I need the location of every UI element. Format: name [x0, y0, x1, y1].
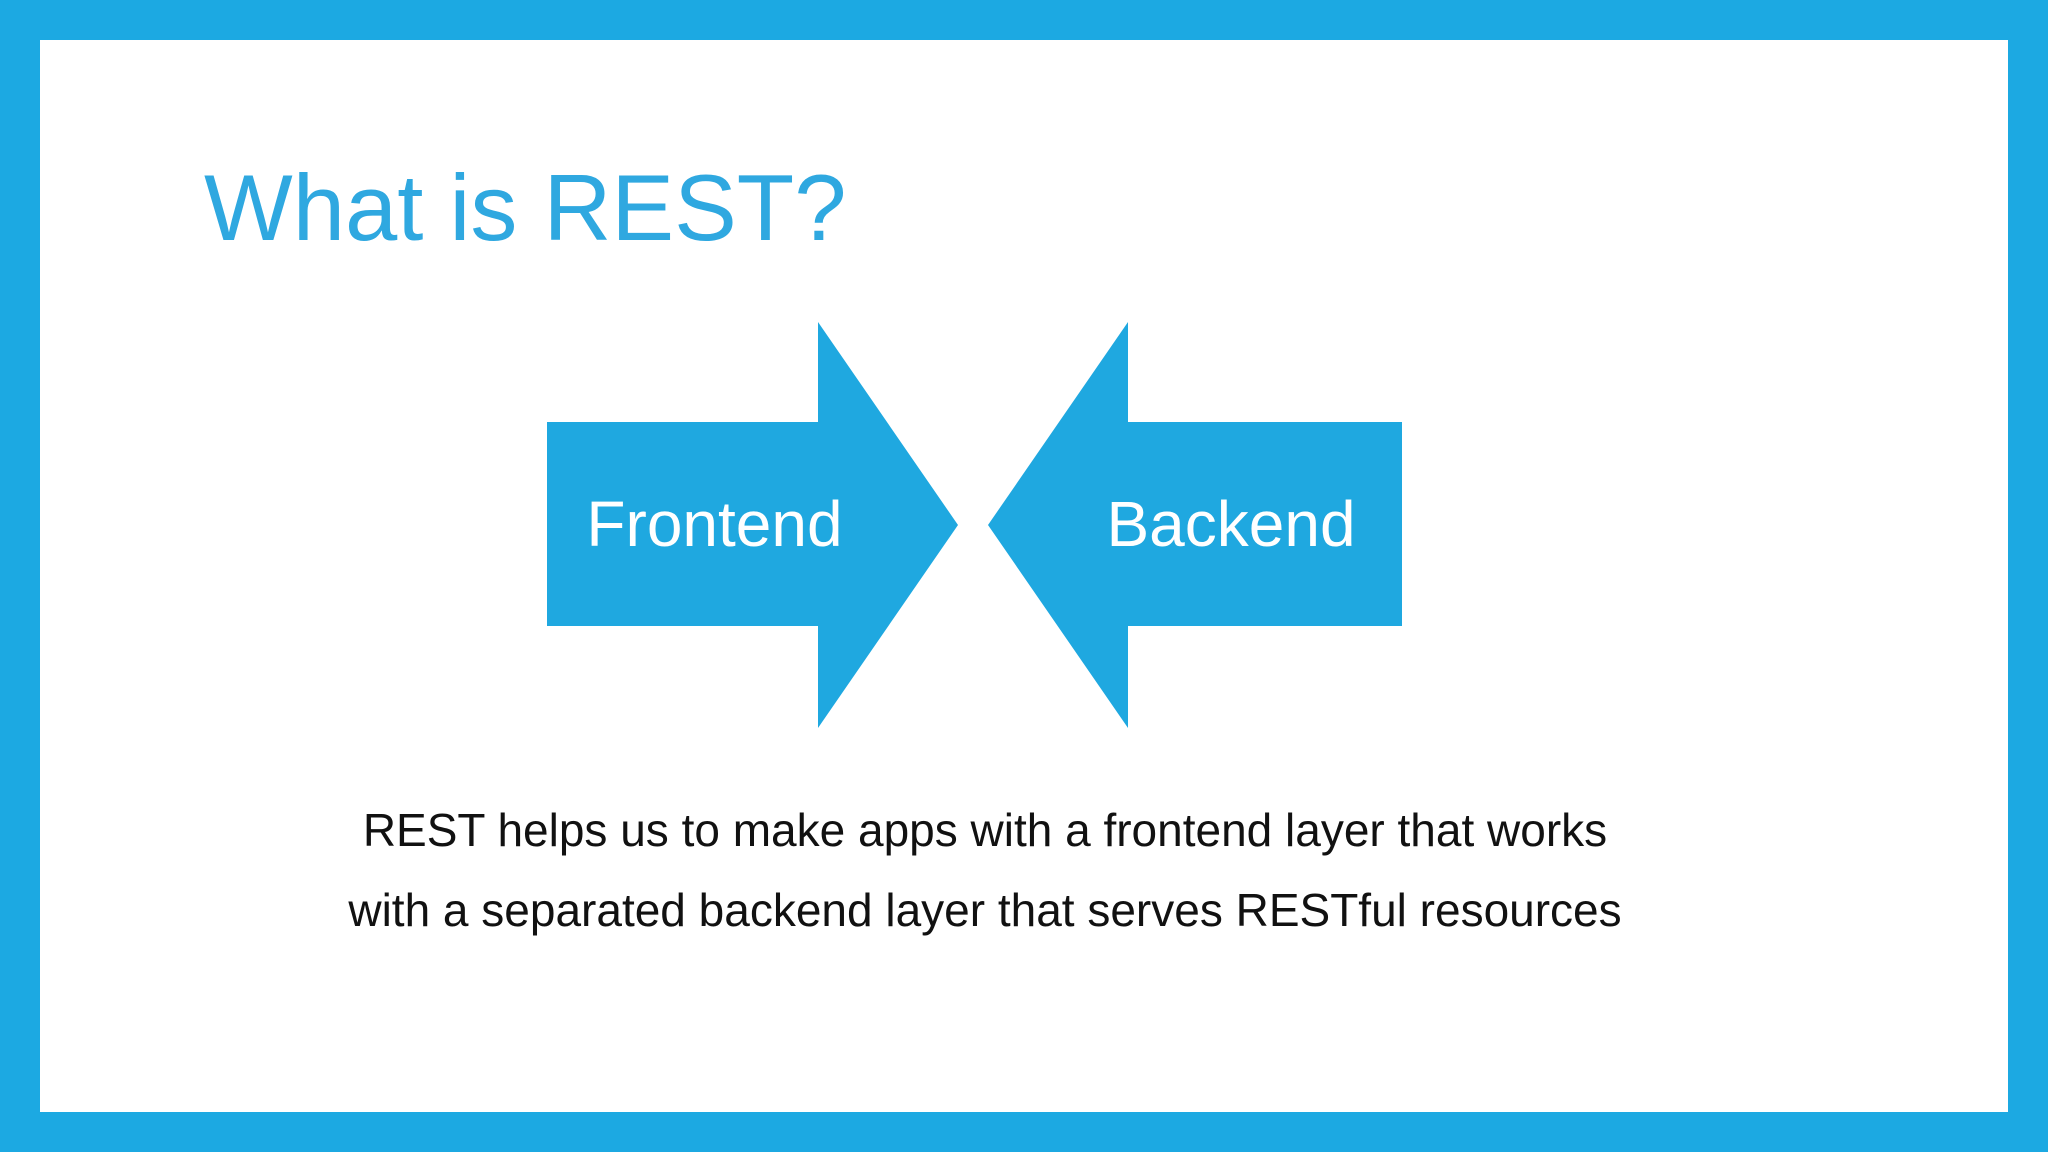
backend-left-arrow-icon	[988, 322, 1402, 728]
page-title: What is REST?	[204, 155, 847, 260]
body-text-line-1: REST helps us to make apps with a fronte…	[362, 804, 1608, 856]
backend-arrow-label: Backend	[1106, 488, 1356, 560]
slide-canvas: What is REST? Frontend Backend REST help…	[40, 40, 2008, 1112]
frontend-arrow-label: Frontend	[586, 488, 843, 560]
body-text-block: REST helps us to make apps with a fronte…	[40, 790, 1930, 950]
body-text-line-2: with a separated backend layer that serv…	[348, 884, 1622, 936]
opposing-arrows-graphic	[547, 322, 1402, 728]
frontend-backend-diagram: Frontend Backend	[547, 322, 1402, 728]
frontend-right-arrow-icon	[547, 322, 958, 728]
